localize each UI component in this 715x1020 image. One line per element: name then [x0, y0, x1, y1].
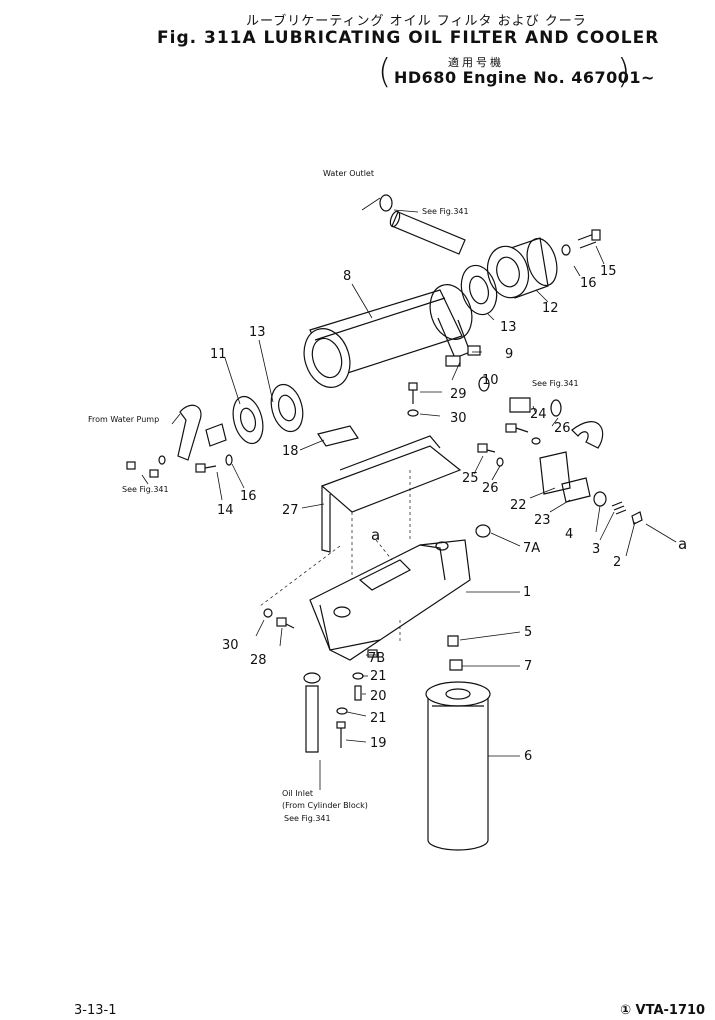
label-26-lower: 26: [482, 481, 499, 496]
see-fig-note-right: See Fig.341: [532, 379, 579, 388]
japanese-title: ルーブリケーティング オイル フィルタ および クーラ: [246, 14, 587, 29]
label-3: 3: [592, 542, 600, 557]
figure-title: Fig. 311A LUBRICATING OIL FILTER AND COO…: [157, 28, 660, 48]
label-26-upper: 26: [554, 421, 571, 436]
water-outlet-pipe: [379, 194, 466, 255]
label-7: 7: [524, 659, 532, 674]
label-23: 23: [534, 513, 551, 528]
label-13-left: 13: [249, 325, 266, 340]
small-parts: [126, 229, 643, 748]
label-11: 11: [210, 347, 227, 362]
engine-applicability: HD680 Engine No. 467001~: [394, 68, 655, 87]
cooler-cover: [486, 237, 558, 299]
label-8: 8: [343, 269, 351, 284]
label-16-right: 16: [580, 276, 597, 291]
label-18: 18: [282, 444, 299, 459]
leader-lines: [141, 197, 677, 790]
see-fig-note-bottom: See Fig.341: [284, 814, 331, 823]
label-14: 14: [217, 503, 234, 518]
see-fig-note-left: See Fig.341: [122, 485, 169, 494]
part-number-labels: 8 13 11 13 12 16 15 9 10 29 30 24 26 18 …: [210, 264, 687, 764]
label-21-lower: 21: [370, 711, 387, 726]
bracket-27: [320, 435, 462, 590]
from-water-pump-note: From Water Pump: [88, 415, 159, 424]
label-24: 24: [530, 407, 547, 422]
label-a-center: a: [371, 526, 380, 544]
oil-cooler-body: [303, 284, 473, 388]
bracket-close: ): [617, 52, 631, 92]
see-fig-note-top: See Fig.341: [422, 207, 469, 216]
label-6: 6: [524, 749, 532, 764]
label-a-right: a: [678, 535, 687, 553]
gasket-18: [317, 425, 359, 447]
bracket-open: (: [378, 52, 392, 92]
filter-head: [309, 539, 471, 661]
label-25: 25: [462, 471, 479, 486]
label-10: 10: [482, 373, 499, 388]
label-21-upper: 21: [370, 669, 387, 684]
label-7B: 7B: [368, 651, 385, 666]
label-19: 19: [370, 736, 387, 751]
water-outlet-note: Water Outlet: [323, 169, 374, 178]
water-inlet-cover: [177, 383, 304, 461]
label-29: 29: [450, 387, 467, 402]
label-28: 28: [250, 653, 267, 668]
label-22: 22: [510, 498, 527, 513]
label-4: 4: [565, 527, 573, 542]
label-1: 1: [523, 585, 531, 600]
filter-cartridge: [425, 681, 491, 851]
label-9: 9: [505, 347, 513, 362]
label-2: 2: [613, 555, 621, 570]
label-30-upper: 30: [450, 411, 467, 426]
label-20: 20: [370, 689, 387, 704]
label-5: 5: [524, 625, 532, 640]
label-7A: 7A: [523, 541, 540, 556]
gasket-upper: [460, 264, 498, 316]
oil-inlet-note: Oil Inlet: [282, 789, 313, 798]
label-13-right: 13: [500, 320, 517, 335]
label-27: 27: [282, 503, 299, 518]
annotations: Water Outlet See Fig.341 See Fig.341 Fro…: [88, 169, 579, 823]
applicability-label: 適用号機: [448, 56, 504, 69]
label-12: 12: [542, 301, 559, 316]
page-number: 3-13-1: [74, 1003, 117, 1018]
oil-inlet-pipe: [303, 672, 321, 753]
document-code: ① VTA-1710: [620, 1003, 706, 1018]
label-30-lower: 30: [222, 638, 239, 653]
label-15: 15: [600, 264, 617, 279]
label-16-left: 16: [240, 489, 257, 504]
from-cylinder-block-note: (From Cylinder Block): [282, 801, 368, 810]
